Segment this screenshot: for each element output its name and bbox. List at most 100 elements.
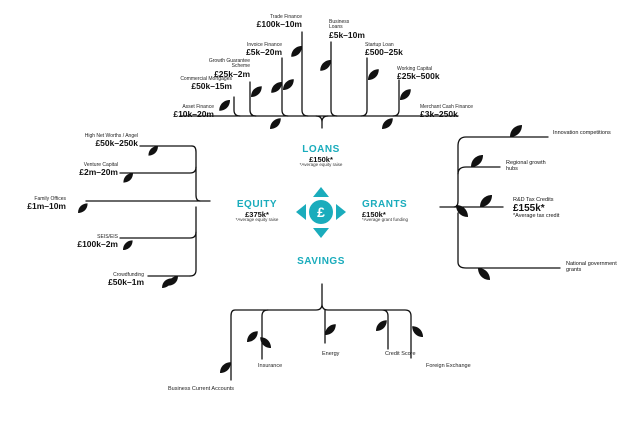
branch-label: Invoice Finance [246, 42, 282, 48]
leaf-icon [400, 89, 411, 100]
branch-label: Growth Guarantee Scheme [208, 58, 250, 70]
branch-value: £155k* [513, 202, 545, 214]
branch-value: £50k–1m [108, 277, 144, 288]
branch-value: £10k–20m [173, 109, 214, 120]
category-note: *Average grant funding [362, 217, 408, 223]
leaf-icon [382, 118, 393, 129]
category-amount: £150k* [309, 154, 333, 164]
branch-label: Crowdfunding [113, 272, 144, 278]
leaf-icon [325, 324, 336, 335]
equity-seis-branch [119, 231, 197, 239]
savings-foreign-exchange: Foreign Exchange [426, 363, 471, 369]
loans-stem-commercial [233, 96, 241, 117]
branch-value: £1m–10m [27, 201, 66, 212]
leaf-icon [251, 86, 262, 97]
category-title: LOANS [302, 144, 340, 155]
branch-label: Asset Finance [182, 104, 214, 110]
equity-family-offices: Family Offices £1m–10m [0, 196, 66, 212]
leaf-icon [478, 268, 490, 280]
branch-value: £25k–500k [397, 71, 440, 82]
loans-stem-invoice [281, 57, 289, 117]
leaf-icon [162, 278, 172, 288]
pound-sterling-icon [309, 200, 333, 224]
branch-label: Startup Loan [365, 42, 394, 48]
savings-top-branch [230, 283, 412, 381]
branch-value: £2m–20m [79, 167, 118, 178]
branch-label: Merchant Cash Finance [420, 104, 474, 110]
loans-stem-trade [301, 31, 309, 117]
leaf-icon [123, 240, 133, 250]
savings-business-current-accounts: Business Current Accounts [168, 386, 235, 392]
arrow-right-icon [336, 204, 346, 220]
leaf-icon [471, 155, 483, 167]
equity-high-net-worth: High Net Worths / Angel £50k–250k [50, 133, 138, 149]
equity-summary: EQUITY £375k* *Average equity raise [220, 199, 294, 223]
savings-summary: SAVINGS [281, 256, 361, 268]
branch-value: £5k–20m [246, 47, 282, 58]
leaf-icon [271, 82, 282, 93]
arrow-up-icon [313, 187, 329, 197]
arrow-down-icon [313, 228, 329, 238]
leaf-icon [291, 46, 302, 57]
loan-working-capital: Working Capital £25k–500k [397, 66, 467, 82]
arrow-left-icon [296, 204, 306, 220]
branch-label: R&D Tax Credits [513, 197, 554, 203]
category-amount: £150k* [362, 209, 386, 219]
grant-rd-tax-credits: R&D Tax Credits £155k* *Average tax cred… [513, 197, 593, 220]
branch-label: Venture Capital [83, 162, 118, 168]
category-amount: £375k* [245, 209, 269, 219]
leaf-icon [368, 69, 379, 80]
loan-asset-finance: Asset Finance £10k–20m [150, 104, 214, 120]
leaf-icon [480, 195, 492, 207]
leaf-icon [219, 100, 230, 111]
grant-regional-growth-hubs: Regional growth hubs [506, 160, 546, 172]
loan-startup-loan: Startup Loan £500–25k [365, 42, 425, 58]
savings-energy: Energy [322, 351, 340, 357]
loans-stem-working [392, 79, 400, 117]
grants-summary: GRANTS £150k* *Average grant funding [362, 199, 442, 223]
leaf-icon [283, 79, 294, 90]
category-title: EQUITY [236, 199, 278, 210]
loan-merchant-cash: Merchant Cash Finance £3k–250k [420, 104, 500, 120]
category-title: SAVINGS [297, 256, 345, 267]
branch-label: Trade Finance [269, 14, 302, 20]
equity-crowdfunding: Crowdfunding £50k–1m [80, 272, 144, 288]
leaf-icon [320, 60, 331, 71]
branch-value: £5k–10m [329, 29, 365, 40]
savings-insurance-stem [261, 309, 269, 360]
grant-innovation-competitions: Innovation competitions [553, 130, 611, 136]
equity-venture-capital: Venture Capital £2m–20m [50, 162, 118, 178]
leaf-icon [510, 125, 522, 137]
branch-value: £3k–250k [420, 109, 458, 120]
loans-trunk [315, 115, 329, 129]
direction-arrows [296, 187, 346, 238]
loan-commercial-mortgages: Commercial Mortgages £50k–15m [160, 76, 232, 91]
branch-label: Working Capital [397, 66, 433, 72]
category-note: *Average equity raise [235, 217, 279, 223]
branch-label: SEIS/EIS [97, 234, 118, 240]
branch-label: High Net Worths / Angel [84, 133, 138, 139]
savings-insurance: Insurance [258, 363, 283, 369]
loans-stem-startup [360, 57, 368, 117]
branch-note: *Average tax credit [513, 213, 560, 220]
loans-stem-business [330, 41, 338, 117]
loan-growth-guarantee: Growth Guarantee Scheme £25k–2m [200, 58, 250, 79]
branch-value: £500–25k [365, 47, 403, 58]
leaf-icon [123, 173, 133, 183]
leaf-icon [412, 326, 423, 337]
branch-value: £100k–2m [77, 239, 118, 250]
equity-seis-eis: SEIS/EIS £100k–2m [50, 234, 118, 250]
svg-text:£: £ [317, 204, 325, 220]
branch-label: Business Loans [329, 19, 350, 31]
loans-summary: LOANS £150k* *Average equity raise [281, 144, 361, 168]
equity-spine [189, 145, 201, 277]
loans-stem-growth [249, 81, 257, 117]
branch-value: £25k–2m [214, 68, 250, 79]
leaf-icon [270, 118, 281, 129]
savings-credit-score: Credit Score [385, 351, 416, 357]
category-note: *Average equity raise [299, 162, 343, 168]
leaf-icon [78, 203, 88, 213]
branch-value: £50k–250k [95, 138, 138, 149]
grants-regional-branch [457, 166, 501, 175]
